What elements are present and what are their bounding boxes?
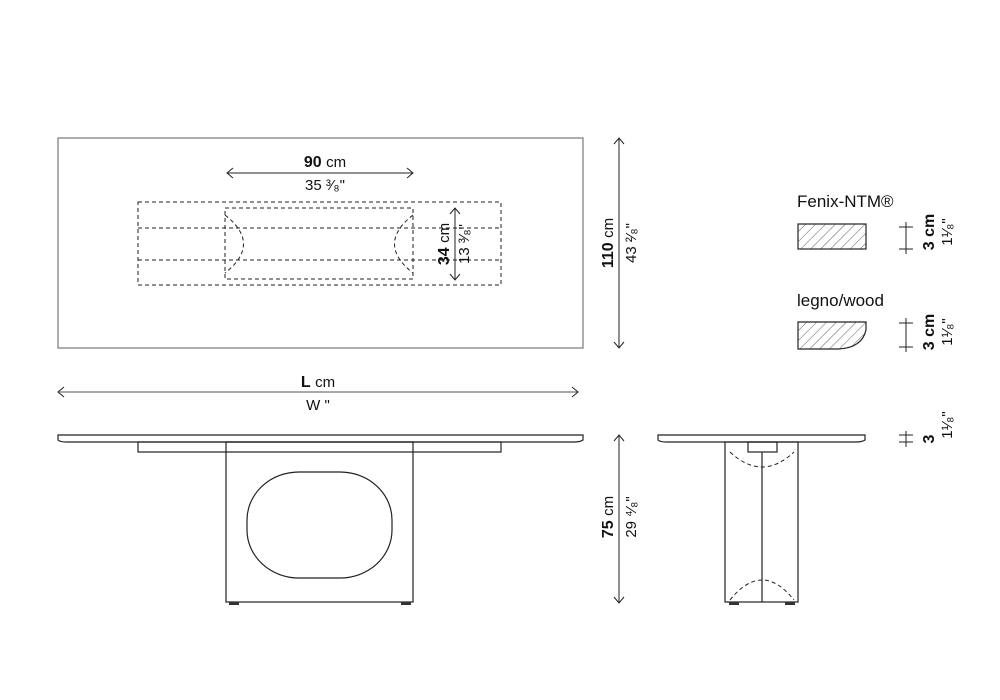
svg-text:W ": W ": [306, 397, 330, 414]
rail: [137, 441, 502, 453]
svg-text:3 cm: 3 cm: [921, 214, 938, 250]
fenix-section: [797, 223, 867, 250]
svg-text:legno/wood: legno/wood: [797, 291, 884, 310]
tabletop-outline: [57, 137, 584, 349]
depth-dimension: 110 cm 43 ²⁄₈": [600, 137, 640, 349]
svg-text:34 cm: 34 cm: [436, 223, 453, 265]
svg-text:29 ⁴⁄₈": 29 ⁴⁄₈": [623, 496, 640, 537]
oval-opening: [246, 471, 393, 579]
svg-text:3 cm: 3 cm: [921, 314, 938, 350]
svg-text:3: 3: [921, 434, 938, 443]
cutout-width-dimension: 90 cm 35 ³⁄₈": [226, 154, 414, 194]
svg-text:13 ³⁄₈": 13 ³⁄₈": [456, 224, 473, 264]
height-dimension: 75 cm 29 ⁴⁄₈": [600, 434, 640, 604]
side-view: 3 1¹⁄₈": [657, 411, 956, 605]
edge-thickness-dimension: 3 1¹⁄₈": [899, 411, 956, 447]
svg-text:43 ²⁄₈": 43 ²⁄₈": [623, 223, 640, 263]
finish-fenix: Fenix-NTM® 3 cm 1¹⁄₈": [797, 192, 956, 254]
svg-text:Fenix-NTM®: Fenix-NTM®: [797, 192, 894, 211]
finish-wood: legno/wood 3 cm 1¹⁄₈": [797, 291, 956, 352]
svg-text:35 ³⁄₈": 35 ³⁄₈": [305, 177, 345, 194]
length-dimension: L cm W ": [57, 374, 579, 414]
svg-text:1¹⁄₈": 1¹⁄₈": [939, 411, 956, 438]
wood-section: [797, 321, 867, 350]
svg-text:1¹⁄₈": 1¹⁄₈": [939, 218, 956, 245]
svg-text:1¹⁄₈": 1¹⁄₈": [939, 318, 956, 345]
cutout-dashed: [224, 207, 414, 280]
svg-text:90 cm: 90 cm: [304, 154, 346, 171]
cutout-depth-dimension: 34 cm 13 ³⁄₈": [436, 207, 473, 281]
svg-text:L cm: L cm: [301, 374, 335, 391]
svg-text:110 cm: 110 cm: [600, 218, 617, 268]
base-frame-dashed: [137, 201, 502, 286]
front-view: 75 cm 29 ⁴⁄₈": [57, 434, 640, 605]
top-view: 90 cm 35 ³⁄₈" 34 cm 13 ³⁄₈" 110 cm 43 ²⁄…: [57, 137, 640, 349]
leg-panel: [225, 441, 414, 603]
svg-text:75 cm: 75 cm: [600, 496, 617, 538]
